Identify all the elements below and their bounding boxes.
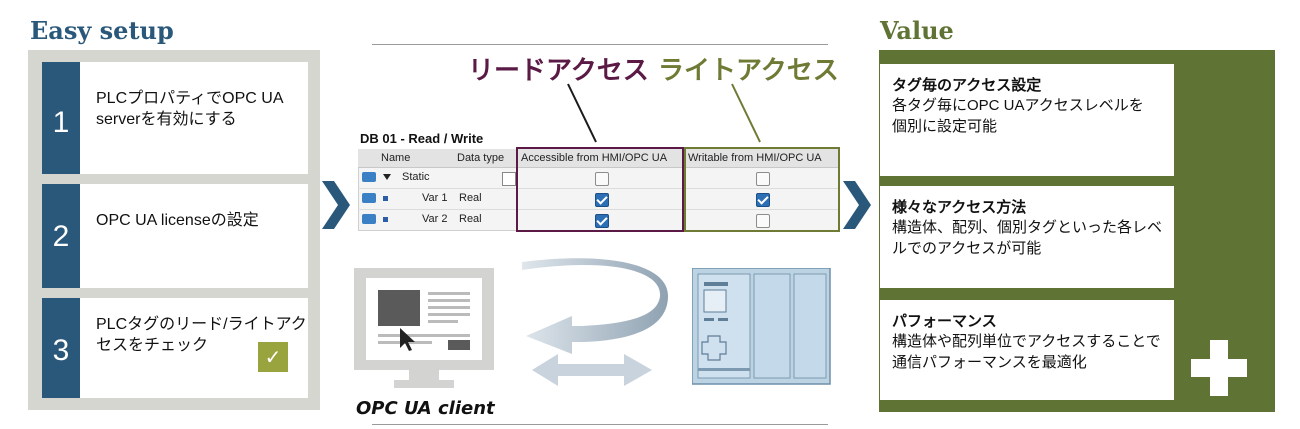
db-tag-icon — [362, 193, 376, 203]
writable-checkbox[interactable] — [756, 193, 770, 207]
value-heading: Value — [880, 16, 954, 45]
table-row[interactable]: Var 2 Real — [358, 210, 838, 230]
table-header — [358, 149, 838, 168]
value-item-title: タグ毎のアクセス設定 — [892, 77, 1042, 94]
col-header-writable: Writable from HMI/OPC UA — [688, 152, 822, 164]
accessible-checkbox[interactable] — [595, 214, 609, 228]
checkmark-icon: ✓ — [258, 342, 288, 372]
step-2: 2 OPC UA licenseの設定 — [42, 184, 308, 288]
value-item-title: パフォーマンス — [892, 313, 997, 330]
easy-setup-heading: Easy setup — [30, 16, 174, 45]
table-row[interactable]: Var 1 Real — [358, 189, 838, 210]
writable-checkbox[interactable] — [756, 214, 770, 228]
monitor-icon — [354, 268, 494, 388]
value-item: 様々なアクセス方法 構造体、配列、個別タグといった各レベルでのアクセスが可能 — [880, 186, 1174, 288]
exchange-arrows-icon — [522, 258, 668, 386]
row-type: Real — [459, 192, 482, 204]
step-text: PLCプロパティでOPC UA serverを有効にする — [96, 90, 283, 128]
col-header-name: Name — [381, 152, 411, 164]
bullet-icon — [383, 217, 388, 222]
accessible-checkbox[interactable] — [595, 172, 609, 186]
db-tag-icon — [362, 172, 376, 182]
step-number: 2 — [42, 184, 80, 288]
accessible-checkbox[interactable] — [595, 193, 609, 207]
write-pointer-line — [731, 83, 761, 143]
value-item-title: 様々なアクセス方法 — [892, 199, 1027, 216]
row-name: Var 2 — [422, 213, 448, 225]
db-tag-icon — [362, 214, 376, 224]
bullet-icon — [383, 196, 388, 201]
db-title: DB 01 - Read / Write — [360, 131, 484, 146]
step-number: 3 — [42, 298, 80, 398]
col-header-type: Data type — [457, 152, 505, 164]
step-3: 3 PLCタグのリード/ライトアクセスをチェック ✓ — [42, 298, 308, 398]
table-row[interactable]: Static — [358, 168, 838, 189]
top-divider — [372, 44, 828, 45]
write-access-highlight — [684, 147, 840, 232]
value-item-text: 構造体や配列単位でアクセスすることで通信パフォーマンスを最適化 — [892, 333, 1161, 371]
value-item-text: 構造体、配列、個別タグといった各レベルでのアクセスが可能 — [892, 219, 1163, 257]
value-item: タグ毎のアクセス設定 各タグ毎にOPC UAアクセスレベルを個別に設定可能 — [880, 64, 1174, 176]
read-pointer-line — [567, 83, 597, 143]
step-1: 1 PLCプロパティでOPC UA serverを有効にする — [42, 62, 308, 174]
row-name: Static — [402, 171, 430, 183]
plus-icon — [1191, 340, 1247, 396]
read-access-highlight — [516, 147, 684, 232]
row-type: Real — [459, 213, 482, 225]
expand-triangle-icon[interactable] — [383, 174, 391, 180]
chevron-right-icon — [843, 181, 871, 229]
value-item: パフォーマンス 構造体や配列単位でアクセスすることで通信パフォーマンスを最適化 — [880, 300, 1174, 400]
opc-ua-client-label: OPC UA client — [356, 398, 495, 419]
read-access-label: リードアクセス — [468, 55, 649, 85]
step-number: 1 — [42, 62, 80, 174]
list-icon[interactable] — [502, 172, 516, 186]
value-item-text: 各タグ毎にOPC UAアクセスレベルを個別に設定可能 — [892, 97, 1144, 135]
step-text: OPC UA licenseの設定 — [96, 212, 259, 229]
write-access-label: ライトアクセス — [658, 55, 839, 85]
bottom-divider — [372, 424, 828, 425]
writable-checkbox[interactable] — [756, 172, 770, 186]
col-header-accessible: Accessible from HMI/OPC UA — [521, 152, 668, 164]
plc-device-icon — [692, 268, 831, 385]
row-name: Var 1 — [422, 192, 448, 204]
step-text: PLCタグのリード/ライトアクセスをチェック — [96, 316, 307, 354]
chevron-right-icon — [322, 181, 350, 229]
